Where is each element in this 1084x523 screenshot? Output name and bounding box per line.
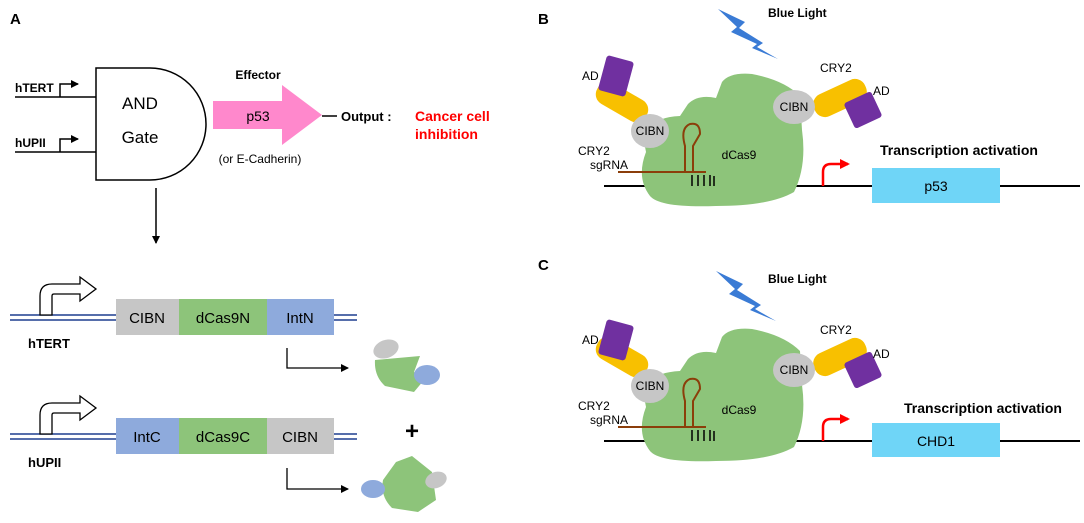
ad-left-shape [598, 55, 634, 97]
cibn-left-label: CIBN [636, 124, 665, 138]
construct2-segment-2-label: dCas9C [196, 429, 250, 446]
lightning-bolt-icon [716, 271, 776, 321]
cry2-left-label: CRY2 [578, 399, 610, 413]
cry2-left-label: CRY2 [578, 144, 610, 158]
sgrna-structure [618, 122, 715, 186]
dcas9-label: dCas9 [722, 403, 757, 417]
construct1-promoter-label: hTERT [28, 336, 70, 351]
panel-a: A hTERT hUPII AND Gate Effector p53 (or … [10, 11, 490, 512]
dcas9-protein [641, 73, 804, 207]
cibn-left-shape [631, 114, 669, 148]
cibn-right-shape [773, 353, 815, 387]
plus-sign: + [405, 418, 419, 445]
cry2-right-shape [813, 337, 867, 377]
panel-a-label: A [10, 11, 21, 28]
input-htert: hTERT [15, 80, 96, 98]
sgrna-structure [618, 377, 715, 441]
dcas9-protein [641, 328, 804, 462]
construct1-segment-1-label: CIBN [129, 310, 165, 327]
ad-right-shape [844, 91, 882, 129]
construct1-segment-3 [267, 299, 334, 335]
activation-label: Transcription activation [880, 142, 1038, 158]
construct-hupii: hUPII IntC dCas9C CIBN [10, 394, 357, 470]
effector-alt-label: (or E-Cadherin) [219, 152, 302, 166]
translation-arrow-1 [286, 348, 349, 372]
gene-label: CHD1 [917, 433, 955, 449]
lightning-bolt-icon [718, 9, 778, 59]
construct1-segment-1 [116, 299, 179, 335]
input-hupii-label: hUPII [15, 136, 46, 150]
effector-arrow [213, 85, 322, 145]
construct2-segment-1 [116, 418, 179, 454]
split-protein-n [373, 339, 440, 392]
construct1-segment-2 [179, 299, 267, 335]
blue-light-label: Blue Light [768, 6, 827, 20]
construct1-segment-3-label: IntN [286, 310, 314, 327]
ad-right-label: AD [873, 347, 890, 361]
dcas9-label: dCas9 [722, 148, 757, 162]
ad-right-shape [844, 351, 882, 389]
ad-left-label: AD [582, 333, 599, 347]
activation-label: Transcription activation [904, 400, 1062, 416]
cibn-left-label: CIBN [636, 379, 665, 393]
and-gate-label: AND [122, 94, 158, 113]
panel-c: C Blue Light dCas9 sgRNA CIBN AD CRY2 [538, 257, 1080, 462]
cibn-right-shape [773, 90, 815, 124]
input-htert-label: hTERT [15, 81, 54, 95]
panel-b-label: B [538, 11, 549, 28]
gene-box-chd1 [872, 423, 1000, 457]
translation-arrow-2 [286, 468, 349, 493]
ad-right-label: AD [873, 84, 890, 98]
gene-box-p53 [872, 168, 1000, 203]
sgrna-label: sgRNA [590, 413, 628, 427]
activation-arrow [821, 414, 850, 441]
construct2-segment-3-label: CIBN [282, 429, 318, 446]
ad-left-shape [598, 319, 634, 361]
construct2-segment-3 [267, 418, 334, 454]
gene-label: p53 [924, 178, 948, 194]
effector-name: p53 [246, 108, 270, 124]
input-hupii: hUPII [15, 135, 96, 153]
construct2-promoter-label: hUPII [28, 455, 61, 470]
construct-htert: hTERT CIBN dCas9N IntN [10, 275, 357, 351]
blue-light-label: Blue Light [768, 272, 827, 286]
panel-b: B Blue Light dCas9 sgRNA CIBN AD CRY2 [538, 6, 1080, 207]
output-label: Output : [341, 109, 392, 124]
promoter-arrow-2 [39, 394, 98, 435]
effector-title: Effector [235, 68, 281, 82]
ad-left-label: AD [582, 69, 599, 83]
output-result-line2: inhibition [415, 126, 478, 142]
sgrna-label: sgRNA [590, 158, 628, 172]
promoter-arrow-1 [39, 275, 98, 316]
cry2-right-label: CRY2 [820, 323, 852, 337]
cibn-left-shape [631, 369, 669, 403]
cry2-right-shape [813, 78, 867, 118]
and-gate-shape [95, 67, 207, 181]
cibn-right-label: CIBN [780, 363, 809, 377]
construct2-segment-2 [179, 418, 267, 454]
output-result-line1: Cancer cell [415, 108, 490, 124]
cry2-right-label: CRY2 [820, 61, 852, 75]
panel-c-label: C [538, 257, 549, 274]
construct2-segment-1-label: IntC [133, 429, 161, 446]
activation-arrow [821, 159, 850, 186]
split-protein-c [361, 456, 447, 512]
cibn-right-label: CIBN [780, 100, 809, 114]
construct1-segment-2-label: dCas9N [196, 310, 250, 327]
and-gate-label-2: Gate [122, 128, 159, 147]
